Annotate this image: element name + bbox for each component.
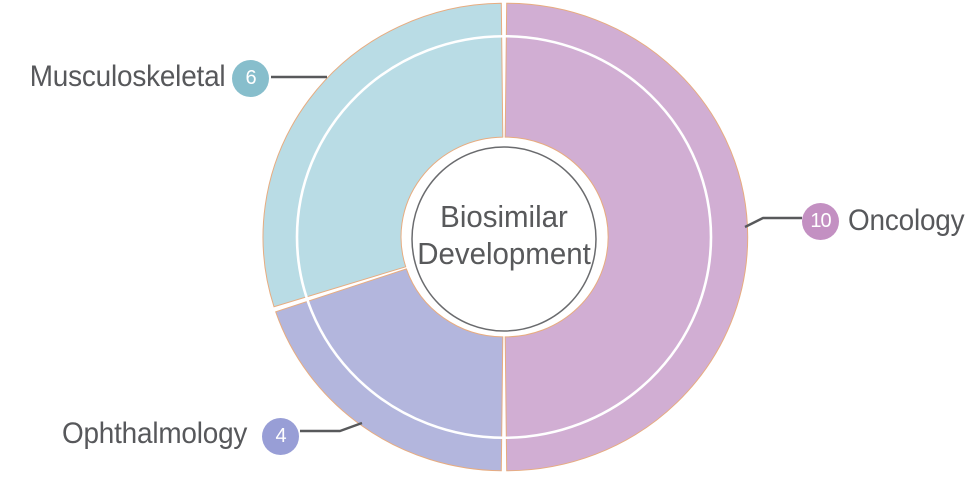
connector-oncology bbox=[744, 216, 802, 229]
inner-ring-arc bbox=[295, 34, 713, 440]
ophthalmology-value: 4 bbox=[275, 425, 286, 447]
center-circle bbox=[411, 146, 597, 332]
segment-ophthalmology bbox=[275, 268, 504, 472]
musculoskeletal-value: 6 bbox=[245, 67, 256, 89]
oncology-value: 10 bbox=[810, 210, 831, 232]
center-title-line1: Biosimilar bbox=[440, 199, 568, 234]
callout-connectors bbox=[271, 75, 802, 433]
connector-ophthalmology bbox=[300, 421, 363, 433]
badge-musculoskeletal-count: 6 bbox=[232, 60, 269, 97]
segment-musculoskeletal bbox=[262, 2, 504, 308]
donut-wedges bbox=[262, 2, 749, 472]
label-musculoskeletal: Musculoskeletal bbox=[29, 60, 225, 93]
center-title-line2: Development bbox=[417, 236, 591, 271]
chart-center-title: Biosimilar Development bbox=[362, 198, 647, 272]
badge-oncology-count: 10 bbox=[802, 203, 839, 240]
label-oncology: Oncology bbox=[848, 204, 965, 237]
segment-oncology bbox=[504, 2, 749, 472]
label-ophthalmology: Ophthalmology bbox=[61, 417, 247, 450]
badge-ophthalmology-count: 4 bbox=[262, 418, 299, 455]
